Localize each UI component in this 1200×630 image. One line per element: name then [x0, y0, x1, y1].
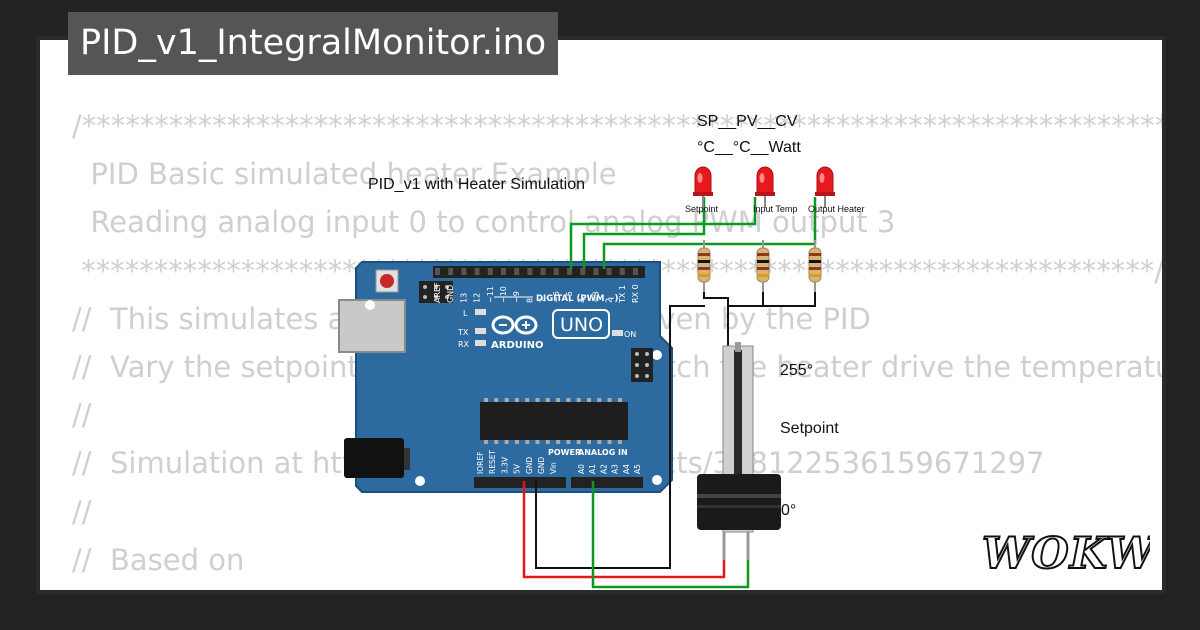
microcontroller-chip: [480, 402, 628, 440]
label-tx: TX: [457, 328, 469, 337]
mount-hole: [652, 350, 662, 360]
led-on: [612, 330, 623, 336]
wire-5v[interactable]: [522, 481, 726, 579]
top-label-2: °C__°C__Watt: [697, 139, 801, 156]
digital-pin-label: 13: [459, 293, 468, 303]
power-pin-label: Vin: [549, 462, 558, 474]
digital-pin-label: ~6: [552, 291, 561, 303]
label-rx: RX: [458, 340, 470, 349]
wire-pin5[interactable]: [582, 197, 706, 269]
power-pin-label: 3.3V: [500, 456, 509, 474]
power-pin-label: GND: [525, 457, 534, 474]
digital-header: [433, 266, 645, 278]
icsp-header-2: [631, 348, 653, 382]
digital-pin-label: ~10: [499, 286, 508, 303]
arduino-infinity-logo: [491, 315, 538, 335]
analog-pin-label: A2: [599, 464, 608, 474]
wokwi-logo: WOKWI: [981, 528, 1150, 578]
slide-potentiometer[interactable]: [697, 342, 781, 560]
digital-pin-label: ~11: [486, 286, 495, 303]
pot-max-label: 255°: [780, 362, 813, 379]
wire-gnd[interactable]: [535, 305, 705, 569]
mount-hole: [365, 300, 375, 310]
analog-pin-label: A5: [633, 464, 642, 474]
led-rx: [475, 340, 486, 346]
led-label-setpoint: Setpoint: [685, 204, 719, 214]
power-pin-label: GND: [537, 457, 546, 474]
mount-hole: [652, 475, 662, 485]
digital-pin-label: ~3: [591, 291, 600, 303]
analog-header-label: ANALOG IN: [578, 448, 628, 457]
digital-pin-label: 4: [578, 298, 587, 303]
wire-pin6[interactable]: [569, 197, 757, 269]
led-label-output: Output Heater: [808, 204, 865, 214]
pot-name-label: Setpoint: [780, 420, 839, 437]
led-l: [475, 309, 486, 315]
uno-model-label: UNO: [560, 314, 603, 336]
digital-header-label: DIGITAL (PWM ~): [536, 294, 618, 304]
pot-track: [734, 350, 742, 526]
digital-pin-label: 8: [525, 298, 534, 303]
led-input-temp[interactable]: [755, 166, 775, 208]
top-label-1: SP__PV__CV: [697, 113, 798, 130]
power-header: [474, 477, 566, 488]
label-l: L: [463, 309, 468, 318]
digital-pin-label: ~5: [565, 291, 574, 303]
analog-pin-label: A1: [588, 464, 597, 474]
power-header-label: POWER: [548, 448, 581, 457]
arduino-wordmark: ARDUINO: [491, 340, 543, 351]
digital-pin-label: 2: [605, 298, 614, 303]
mount-hole: [415, 476, 425, 486]
wires: [522, 197, 817, 589]
analog-pin-label: A0: [577, 464, 586, 474]
digital-pin-label: RX 0: [631, 284, 640, 303]
digital-pin-label: GND: [446, 285, 455, 303]
wire-a0[interactable]: [591, 481, 750, 589]
digital-pin-label: 7: [539, 298, 548, 303]
led-tx: [475, 328, 486, 334]
analog-pin-label: A3: [611, 464, 620, 474]
resistor[interactable]: [808, 240, 822, 292]
wokwi-logo-text: WOKWI: [982, 529, 1150, 578]
led-setpoint[interactable]: [693, 166, 713, 208]
digital-pin-label: AREF: [433, 282, 442, 303]
label-on: ON: [624, 330, 636, 339]
resistor[interactable]: [756, 240, 770, 292]
diagram-title: PID_v1 with Heater Simulation: [368, 176, 585, 193]
reset-button[interactable]: [380, 274, 394, 288]
analog-pin-label: A4: [622, 464, 631, 474]
led-label-input: Input Temp: [753, 204, 797, 214]
resistor[interactable]: [697, 240, 711, 292]
icsp-header: [419, 281, 453, 303]
wire-pin3[interactable]: [602, 197, 817, 269]
power-pin-label: RESET: [488, 450, 497, 474]
power-jack: [344, 438, 404, 478]
pot-knob[interactable]: [697, 474, 781, 530]
pot-min-label: 0°: [781, 502, 796, 519]
digital-pin-label: 12: [473, 293, 482, 303]
digital-pin-label: TX 1: [618, 285, 627, 304]
power-pin-label: 5V: [513, 463, 522, 474]
led-output-heater[interactable]: [815, 166, 835, 208]
preview-card: /***************************************…: [36, 36, 1166, 594]
power-pin-label: IOREF: [476, 452, 485, 474]
sketch-title: PID_v1_IntegralMonitor.ino: [68, 12, 559, 75]
analog-header: [571, 477, 643, 488]
